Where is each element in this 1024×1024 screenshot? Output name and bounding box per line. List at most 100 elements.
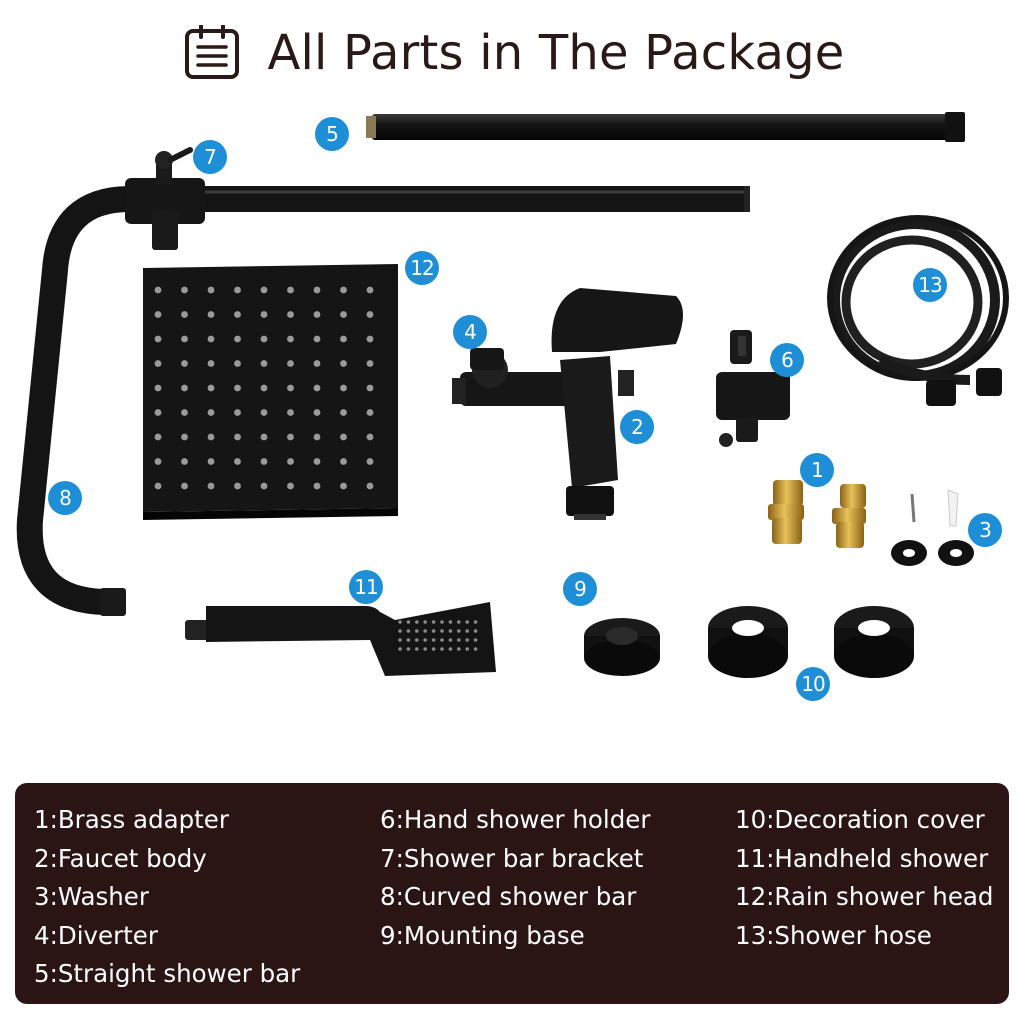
nozzle-dot: [234, 482, 241, 490]
nozzle-dot: [207, 286, 215, 294]
nozzle-dot: [154, 360, 162, 367]
nozzle-dot: [440, 620, 444, 624]
nozzle-dot: [313, 409, 321, 416]
nozzle-dot: [457, 629, 461, 633]
nozzle-dot: [260, 311, 268, 318]
part-badge-6: 6: [770, 343, 804, 377]
nozzle-dot: [260, 409, 268, 416]
nozzle-dot: [473, 629, 478, 633]
clipboard-list-icon: [185, 25, 240, 79]
nozzle-dot: [415, 647, 419, 651]
nozzle-dot: [207, 311, 215, 318]
nozzle-dot: [234, 409, 241, 416]
nozzle-dot: [366, 384, 374, 392]
nozzle-dot: [260, 433, 268, 441]
nozzle-dot: [287, 286, 294, 294]
part-badge-7: 7: [193, 140, 227, 174]
nozzle-dot: [415, 629, 419, 633]
part-badge-11: 11: [349, 570, 383, 604]
page-title: All Parts in The Package: [267, 25, 845, 81]
parts-illustration: [16, 112, 1009, 678]
legend-item: 9:Mounting base: [380, 920, 585, 950]
nozzle-dot: [181, 482, 188, 490]
nozzle-dot: [313, 311, 321, 318]
nozzle-dot: [181, 433, 188, 441]
nozzle-dot: [431, 629, 436, 633]
legend-item: 5:Straight shower bar: [34, 959, 301, 988]
parts-legend: 1:Brass adapter 2:Faucet body 3:Washer 4…: [15, 783, 1009, 1004]
nozzle-dot: [207, 360, 215, 367]
nozzle-dot: [366, 360, 374, 367]
nozzle-dot: [340, 335, 347, 343]
nozzle-dot: [154, 482, 162, 490]
handheld-shower: [185, 602, 496, 676]
nozzle-dot: [313, 335, 321, 343]
nozzle-dot: [234, 384, 241, 392]
washer: [891, 489, 974, 566]
nozzle-dot: [154, 433, 162, 441]
nozzle-dot: [260, 360, 268, 367]
page-header: All Parts in The Package: [0, 18, 1024, 88]
legend-column-2: 6:Hand shower holder 7:Shower bar bracke…: [380, 801, 650, 955]
rain-shower-head: [143, 264, 398, 520]
nozzle-dot: [366, 482, 374, 490]
nozzle-dot: [287, 482, 294, 490]
part-badge-9: 9: [563, 572, 597, 606]
nozzle-dot: [313, 482, 321, 490]
nozzle-dot: [340, 360, 347, 367]
hand-shower-holder: [716, 330, 790, 447]
nozzle-dot: [287, 458, 294, 465]
nozzle-dot: [207, 482, 215, 490]
straight-shower-bar: [366, 112, 965, 142]
legend-item: 4:Diverter: [34, 920, 158, 950]
nozzle-dot: [473, 647, 478, 651]
shower-nozzle-grid: [154, 286, 374, 490]
part-badge-1: 1: [800, 453, 834, 487]
nozzle-dot: [423, 638, 428, 642]
nozzle-dot: [406, 647, 411, 651]
nozzle-dot: [431, 647, 436, 651]
nozzle-dot: [154, 311, 162, 318]
nozzle-dot: [473, 638, 478, 642]
legend-item: 10:Decoration cover: [735, 805, 985, 834]
diverter: [470, 348, 508, 388]
nozzle-dot: [287, 384, 294, 392]
part-badge-12: 12: [405, 251, 439, 285]
nozzle-dot: [406, 629, 411, 633]
shower-hose: [827, 215, 1009, 406]
nozzle-dot: [431, 620, 436, 624]
nozzle-dot: [340, 482, 347, 490]
part-badge-3: 3: [968, 513, 1002, 547]
nozzle-dot: [366, 409, 374, 416]
nozzle-dot: [431, 638, 436, 642]
part-badge-13: 13: [913, 268, 947, 302]
faucet-body: [452, 288, 683, 520]
nozzle-dot: [398, 638, 402, 642]
legend-item: 13:Shower hose: [735, 920, 932, 950]
nozzle-dot: [287, 433, 294, 441]
nozzle-dot: [440, 638, 444, 642]
part-badge-4: 4: [453, 315, 487, 349]
nozzle-dot: [457, 620, 461, 624]
nozzle-dot: [207, 384, 215, 392]
nozzle-dot: [154, 409, 162, 416]
mounting-base: [584, 618, 660, 676]
part-badge-2: 2: [620, 410, 654, 444]
nozzle-dot: [154, 335, 162, 343]
nozzle-dot: [313, 384, 321, 392]
nozzle-dot: [260, 482, 268, 490]
nozzle-dot: [457, 638, 461, 642]
nozzle-dot: [366, 433, 374, 441]
nozzle-dot: [406, 620, 411, 624]
nozzle-dot: [313, 458, 321, 465]
nozzle-dot: [340, 433, 347, 441]
nozzle-dot: [234, 286, 241, 294]
nozzle-dot: [181, 458, 188, 465]
legend-item: 6:Hand shower holder: [380, 805, 651, 834]
nozzle-dot: [181, 286, 188, 294]
part-badge-5: 5: [315, 117, 349, 151]
nozzle-dot: [398, 629, 402, 633]
nozzle-dot: [465, 629, 470, 633]
nozzle-dot: [423, 647, 428, 651]
nozzle-dot: [448, 638, 453, 642]
